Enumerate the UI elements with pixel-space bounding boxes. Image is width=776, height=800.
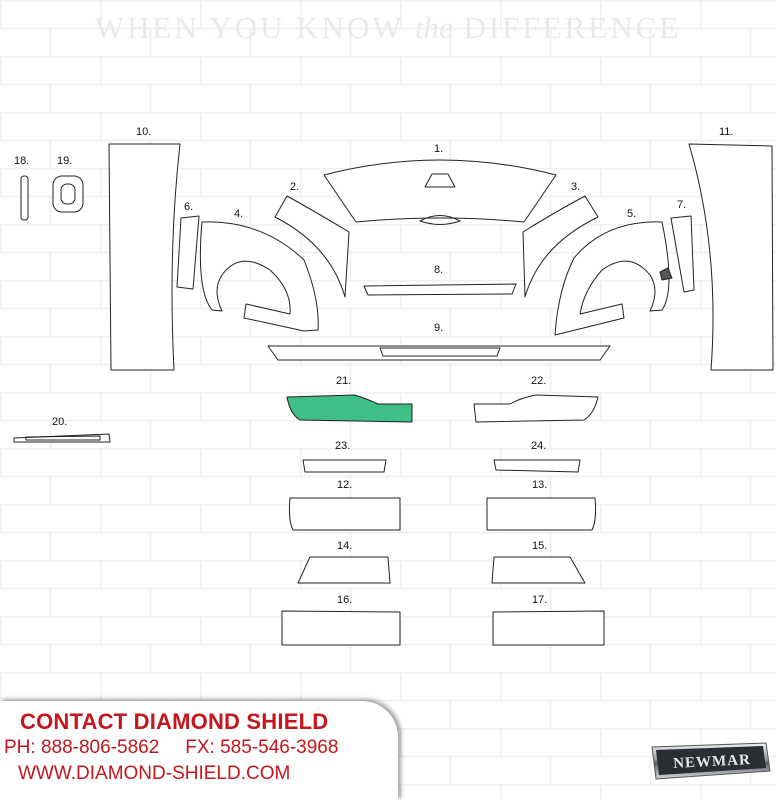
newmar-logo: NEWMAR: [651, 742, 771, 780]
part-13-shape[interactable]: [486, 497, 597, 531]
part-21-shape[interactable]: [286, 394, 413, 423]
part-label-3: 3.: [571, 181, 581, 193]
part-label-18: 18.: [14, 155, 30, 167]
part-2-shape[interactable]: [274, 195, 350, 298]
part-17-shape[interactable]: [492, 610, 605, 646]
part-23-shape[interactable]: [302, 459, 387, 473]
part-label-10: 10.: [136, 126, 152, 138]
part-14-shape[interactable]: [297, 556, 391, 584]
part-label-7: 7.: [677, 199, 687, 211]
part-4-shape[interactable]: [199, 221, 319, 332]
part-label-6: 6.: [184, 201, 194, 213]
part-24-shape[interactable]: [493, 459, 581, 473]
website-link[interactable]: WWW.DIAMOND-SHIELD.COM: [18, 763, 291, 784]
part-label-2: 2.: [290, 181, 300, 193]
part-label-22: 22.: [531, 375, 547, 387]
contact-heading: CONTACT DIAMOND SHIELD: [20, 709, 329, 734]
part-label-16: 16.: [337, 594, 353, 606]
part-label-15: 15.: [532, 540, 548, 552]
part-label-4: 4.: [234, 208, 244, 220]
part-label-23: 23.: [335, 440, 351, 452]
part-label-12: 12.: [337, 479, 353, 491]
phone-number[interactable]: PH: 888-806-5862: [4, 737, 160, 758]
part-22-shape[interactable]: [473, 394, 599, 423]
part-label-17: 17.: [532, 594, 548, 606]
part-20-shape[interactable]: [13, 433, 111, 443]
part-label-8: 8.: [434, 264, 444, 276]
part-label-19: 19.: [57, 155, 73, 167]
part-label-1: 1.: [434, 143, 444, 155]
part-18-shape[interactable]: [20, 175, 29, 221]
part-label-5: 5.: [627, 208, 637, 220]
part-12-shape[interactable]: [288, 497, 401, 531]
part-label-24: 24.: [531, 440, 547, 452]
part-6-shape[interactable]: [176, 215, 200, 290]
part-8-shape[interactable]: [363, 283, 517, 296]
fax-number: FX: 585-546-3968: [185, 737, 339, 758]
contact-phone-fax: PH: 888-806-5862 FX: 585-546-3968: [4, 737, 338, 759]
part-9-shape[interactable]: [267, 345, 611, 361]
part-label-13: 13.: [532, 479, 548, 491]
part-label-11: 11.: [719, 126, 734, 138]
contact-panel: [0, 701, 398, 800]
part-7-shape[interactable]: [670, 215, 695, 293]
part-label-9: 9.: [434, 322, 444, 334]
part-label-20: 20.: [52, 416, 68, 428]
part-11-shape[interactable]: [688, 143, 774, 371]
part-10-shape[interactable]: [108, 143, 181, 371]
part-1-shape[interactable]: [323, 159, 557, 225]
part-16-shape[interactable]: [281, 610, 401, 646]
part-19-shape[interactable]: [52, 175, 84, 213]
part-label-14: 14.: [337, 540, 353, 552]
part-15-shape[interactable]: [491, 556, 586, 584]
part-label-21: 21.: [336, 375, 352, 387]
header-slogan: WHEN YOU KNOW the DIFFERENCE: [94, 10, 682, 45]
part-5-shape[interactable]: [554, 221, 670, 336]
logo-text: NEWMAR: [673, 752, 751, 772]
part-3-shape[interactable]: [522, 195, 599, 298]
